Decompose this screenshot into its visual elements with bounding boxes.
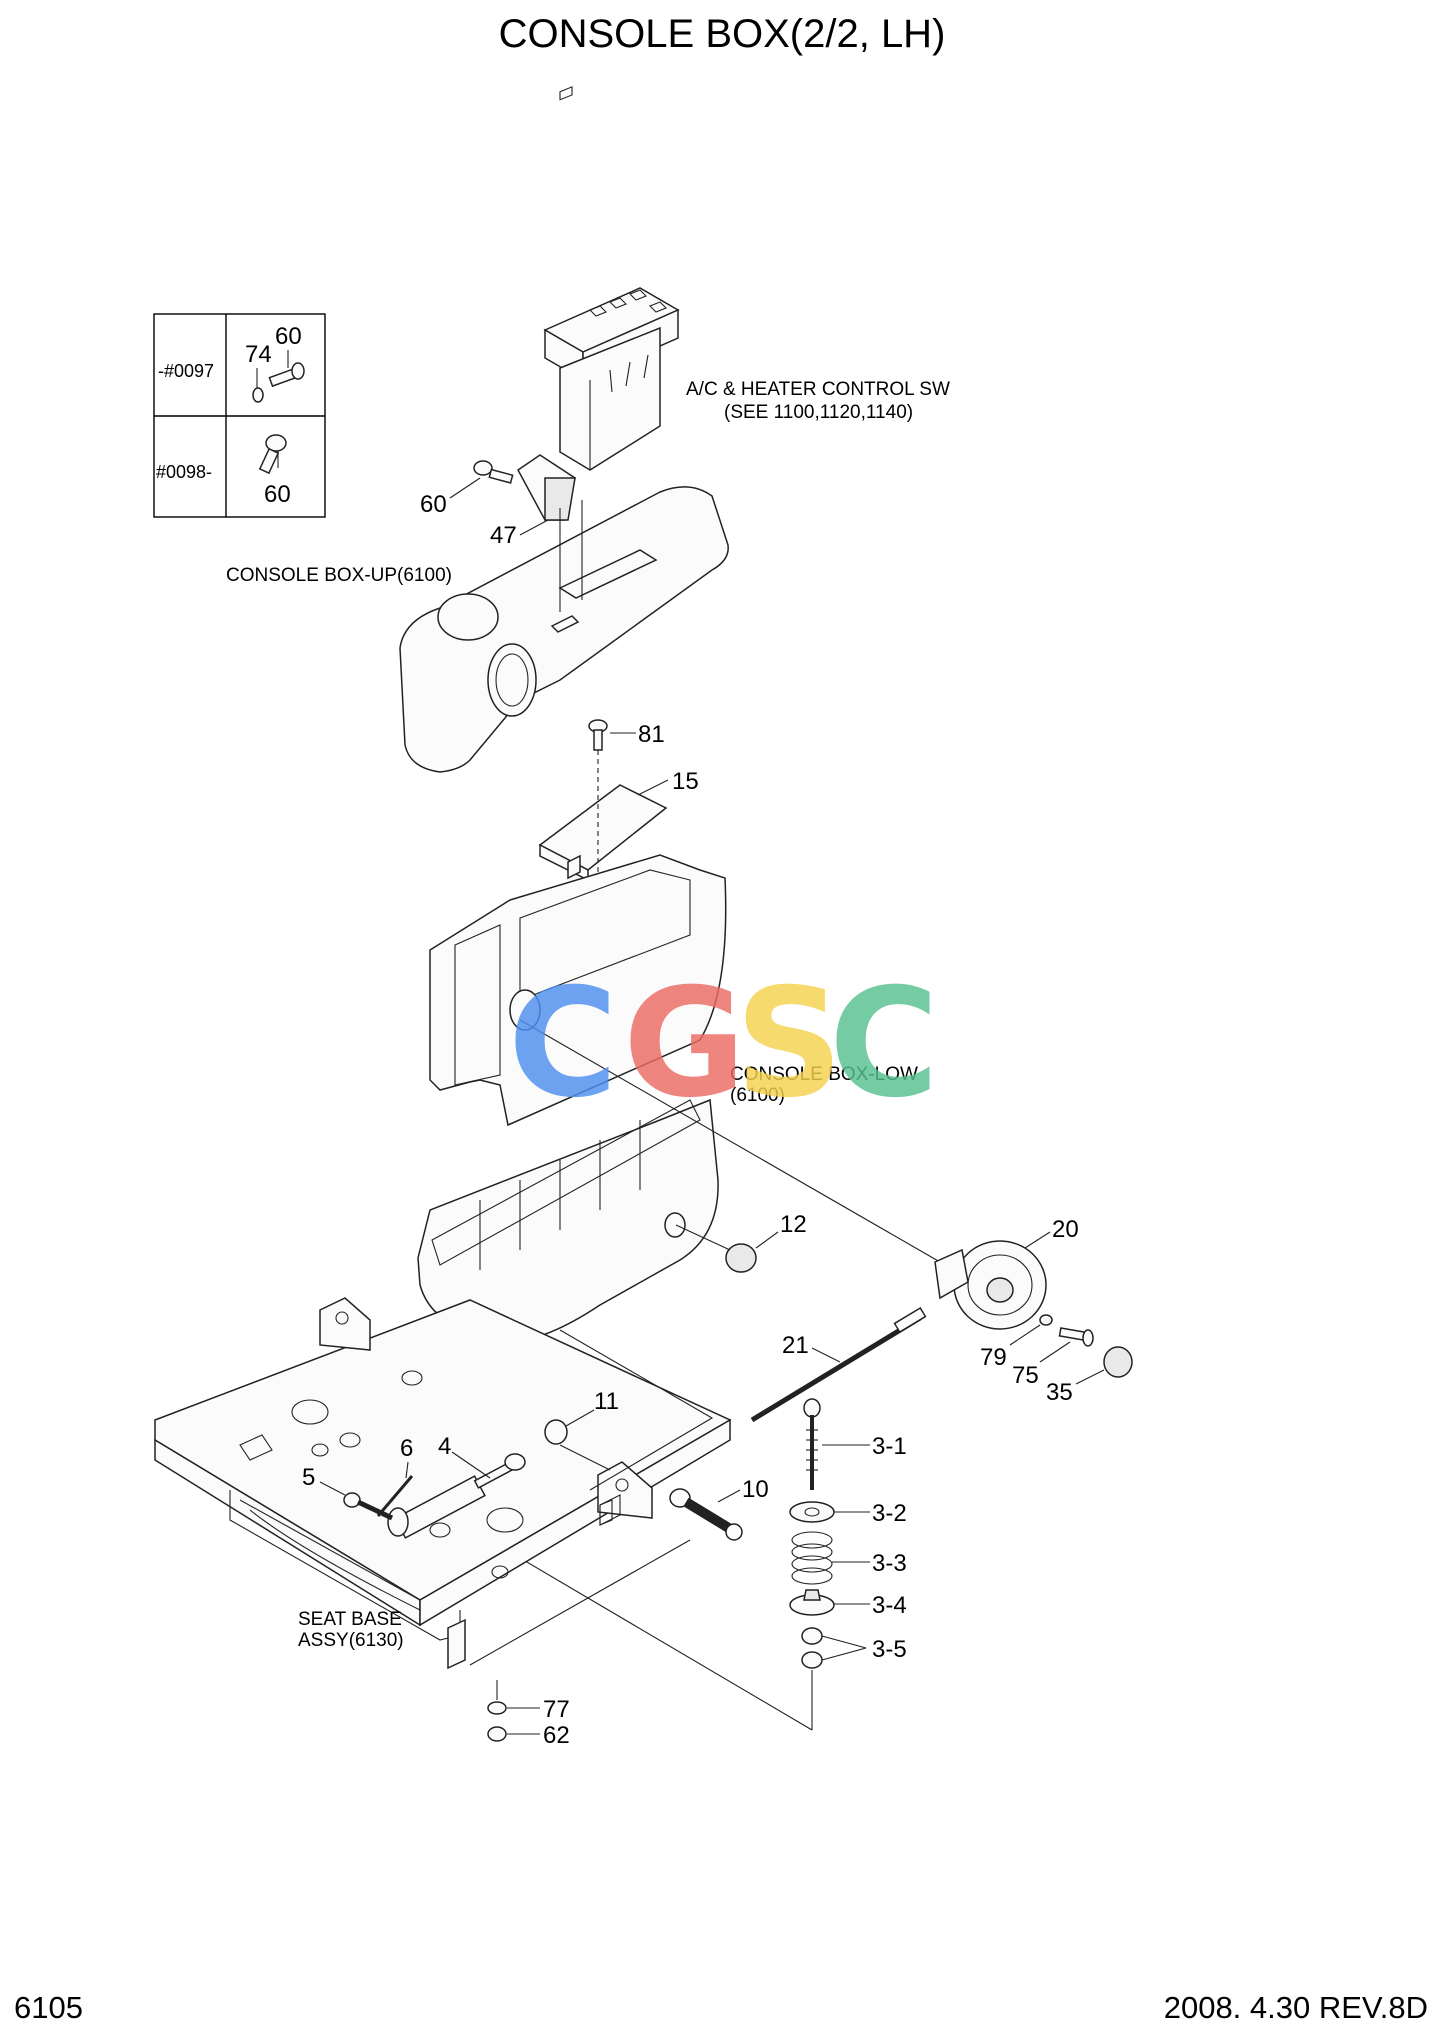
watermark-letter-s: S bbox=[735, 957, 843, 1131]
callout-60: 60 bbox=[420, 491, 447, 518]
serial-range-1: -#0097 bbox=[158, 361, 214, 381]
bracket-15 bbox=[538, 784, 668, 882]
callout-35: 35 bbox=[1046, 1379, 1073, 1406]
rotary-knob-20 bbox=[934, 1240, 1047, 1330]
seat-base-note-line1: SEAT BASE bbox=[298, 1609, 402, 1630]
ac-control-note-line2: (SEE 1100,1120,1140) bbox=[724, 402, 913, 423]
ac-control-note-line1: A/C & HEATER CONTROL SW bbox=[686, 379, 950, 400]
seat-base-note-line2: ASSY(6130) bbox=[298, 1630, 404, 1651]
watermark-letter-g: G bbox=[623, 957, 746, 1131]
pin-10-icon bbox=[669, 1488, 743, 1541]
rod-21 bbox=[750, 1306, 927, 1423]
washer-77-icon bbox=[487, 1701, 507, 1715]
watermark-letter-c2: C bbox=[829, 957, 939, 1131]
nut-62-icon bbox=[487, 1726, 507, 1742]
serial-range-2: #0098- bbox=[156, 462, 212, 482]
callout-3-4: 3-4 bbox=[872, 1592, 907, 1619]
flange-bolt-icon bbox=[258, 434, 287, 475]
callout-15: 15 bbox=[672, 768, 699, 795]
callout-12: 12 bbox=[780, 1211, 807, 1238]
plug-12-icon bbox=[725, 1243, 757, 1273]
knob-47-icon bbox=[517, 454, 576, 521]
callout-3-3: 3-3 bbox=[872, 1550, 907, 1577]
callout-20: 20 bbox=[1052, 1216, 1079, 1243]
spring-stack-3 bbox=[789, 1398, 835, 1730]
callout-21: 21 bbox=[782, 1332, 809, 1359]
console-low-note-line1: CONSOLE BOX-LOW bbox=[730, 1064, 918, 1085]
callout-77: 77 bbox=[543, 1696, 570, 1723]
callout-3-2: 3-2 bbox=[872, 1500, 907, 1527]
seat-base-assembly bbox=[154, 1297, 732, 1670]
callout-5: 5 bbox=[302, 1464, 315, 1491]
callout-4: 4 bbox=[438, 1433, 451, 1460]
serial-inset-table: -#0097 #0098- 74 60 60 bbox=[153, 313, 326, 518]
cap-35-icon bbox=[1103, 1346, 1133, 1378]
callout-6: 6 bbox=[400, 1435, 413, 1462]
watermark-letter-c1: C bbox=[508, 957, 618, 1131]
screw-75-icon bbox=[1058, 1327, 1094, 1347]
bolt-60-icon bbox=[473, 460, 514, 484]
washer-79-icon bbox=[1039, 1314, 1053, 1326]
pin-6-icon bbox=[376, 1475, 414, 1517]
callout-3-5: 3-5 bbox=[872, 1636, 907, 1663]
console-box-lower bbox=[417, 854, 727, 1343]
ring-11-icon bbox=[544, 1419, 568, 1445]
ac-heater-control-switch bbox=[543, 86, 680, 471]
console-box-upper bbox=[399, 486, 729, 773]
callout-10: 10 bbox=[742, 1476, 769, 1503]
washer-bolt-icon bbox=[252, 350, 305, 403]
callout-62: 62 bbox=[543, 1722, 570, 1749]
inset-callout-60a: 60 bbox=[275, 323, 302, 350]
callout-75: 75 bbox=[1012, 1362, 1039, 1389]
revision-date: 2008. 4.30 REV.8D bbox=[1164, 1990, 1428, 2025]
gas-spring-4 bbox=[387, 1453, 526, 1539]
callout-11: 11 bbox=[594, 1388, 619, 1415]
pin-5-icon bbox=[343, 1492, 394, 1521]
inset-callout-60b: 60 bbox=[264, 481, 291, 508]
page-number: 6105 bbox=[14, 1990, 83, 2025]
bolt-81-icon bbox=[588, 719, 608, 751]
page-title: CONSOLE BOX(2/2, LH) bbox=[499, 12, 946, 56]
callout-81: 81 bbox=[638, 721, 665, 748]
callout-47: 47 bbox=[490, 522, 517, 549]
cgsc-watermark-logo: C G S C bbox=[508, 957, 939, 1131]
inset-callout-74: 74 bbox=[245, 341, 272, 368]
console-up-note: CONSOLE BOX-UP(6100) bbox=[226, 565, 452, 586]
callout-79: 79 bbox=[980, 1344, 1007, 1371]
console-low-note-line2: (6100) bbox=[730, 1085, 785, 1106]
callout-3-1: 3-1 bbox=[872, 1433, 907, 1460]
